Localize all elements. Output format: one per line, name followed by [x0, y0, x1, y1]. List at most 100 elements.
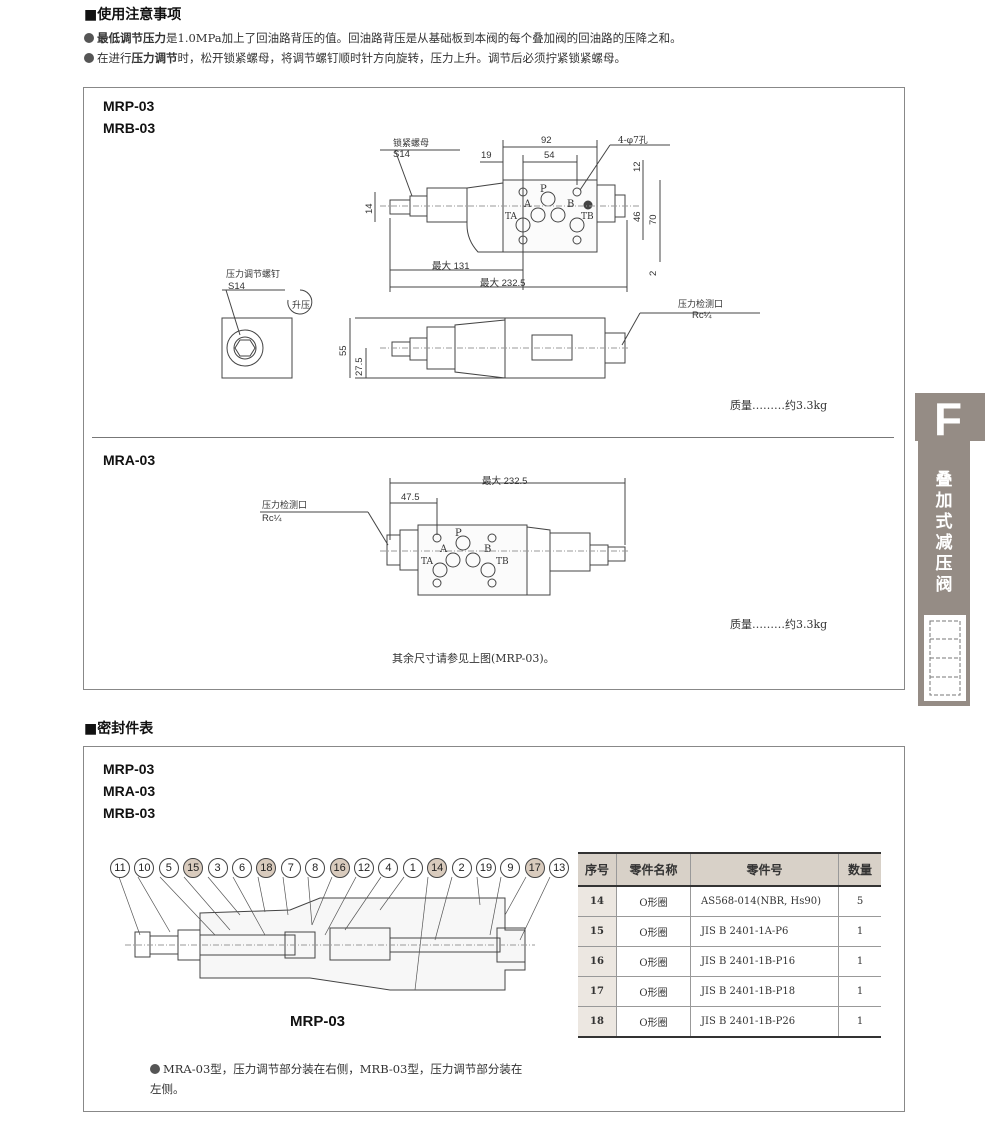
- part-balloon: 7: [280, 858, 301, 878]
- table-cell: O形圈: [616, 976, 691, 1007]
- table-cell: JIS B 2401-1B-P26: [690, 1006, 839, 1037]
- dim-19: 19: [481, 150, 492, 161]
- column-header: 零件名称: [616, 853, 691, 887]
- part-balloon: 4: [378, 858, 399, 878]
- part-balloon: 9: [500, 858, 521, 878]
- part-balloon: 14: [427, 858, 448, 878]
- part-balloon: 6: [232, 858, 252, 878]
- table-cell: 17: [578, 976, 617, 1007]
- table-cell: O形圈: [616, 885, 691, 917]
- port-p: P: [455, 528, 462, 539]
- dimension-drawings-box: [83, 87, 905, 690]
- lock-nut-size: S14: [393, 149, 410, 160]
- section-letter: F: [934, 393, 963, 445]
- seals-box: [83, 746, 905, 1112]
- dim-max-232: 最大 232.5: [482, 476, 528, 487]
- part-balloon: 12: [354, 858, 374, 878]
- dim-55: 55: [338, 345, 349, 356]
- part-balloon: 17: [524, 858, 545, 878]
- dim-max-131: 最大 131: [432, 261, 470, 272]
- model-label: MRA-03: [103, 452, 156, 468]
- bullet-icon: [150, 1064, 160, 1074]
- screw-size: S14: [228, 281, 245, 292]
- table-cell: 14: [578, 885, 617, 917]
- dim-max-232: 最大 232.5: [480, 278, 526, 289]
- dim-2: 2: [648, 270, 659, 276]
- part-balloon: 15: [183, 858, 204, 878]
- part-balloon: 10: [134, 858, 155, 878]
- sectional-drawing: [118, 876, 551, 991]
- mrp-front-view: [221, 289, 313, 379]
- port-label: 压力检测口: [678, 300, 724, 310]
- part-balloon: 19: [476, 858, 496, 878]
- port-tb: TB: [496, 557, 509, 567]
- part-balloon: 11: [110, 858, 130, 878]
- dim-54: 54: [544, 150, 555, 161]
- dim-14: 14: [364, 203, 375, 214]
- port-ta: TA: [505, 212, 518, 222]
- bullet-icon: [84, 33, 94, 43]
- precautions-heading: ■使用注意事项: [84, 7, 182, 23]
- part-balloon: 3: [207, 858, 228, 878]
- table-cell: 1: [838, 946, 881, 977]
- table-cell: AS568-014(NBR, Hs90): [690, 885, 839, 917]
- model-label: MRA-03: [103, 783, 156, 799]
- dim-12: 12: [632, 161, 643, 172]
- model-label: MRB-03: [103, 805, 156, 821]
- port-tb: TB: [581, 212, 594, 222]
- dim-47-5: 47.5: [401, 492, 420, 503]
- holes-label: 4-φ7孔: [618, 136, 648, 146]
- screw-label: 压力调节螺钉: [226, 270, 281, 280]
- table-cell: 15: [578, 916, 617, 947]
- port-size: Rc¼: [692, 310, 712, 321]
- precaution-prefix: 在进行: [97, 51, 132, 65]
- table-cell: 1: [838, 916, 881, 947]
- seals-heading: ■密封件表: [84, 721, 154, 737]
- dim-27-5: 27.5: [354, 357, 365, 377]
- mass-label: 质量………约3.3kg: [730, 618, 828, 631]
- lock-nut-label: 锁紧螺母: [393, 139, 430, 149]
- precaution-bold: 压力调节: [131, 51, 178, 65]
- precaution-item: 在进行压力调节时，松开锁紧螺母，将调节螺钉顺时针方向旋转，压力上升。调节后必须拧…: [84, 50, 626, 66]
- table-cell: O形圈: [616, 946, 691, 977]
- dim-46: 46: [632, 211, 643, 222]
- table-cell: JIS B 2401-1B-P16: [690, 946, 839, 977]
- model-label: MRB-03: [103, 120, 156, 136]
- table-cell: 1: [838, 1006, 881, 1037]
- bullet-icon: [84, 53, 94, 63]
- mass-label: 质量………约3.3kg: [730, 399, 828, 412]
- table-cell: JIS B 2401-1B-P18: [690, 976, 839, 1007]
- port-ta: TA: [421, 557, 434, 567]
- seals-note-text: MRA-03型，压力调节部分装在右侧，MRB-03型，压力调节部分装在左侧。: [150, 1062, 523, 1096]
- mrp-side-view: [349, 312, 760, 379]
- part-balloon: 1: [402, 858, 423, 878]
- dim-70: 70: [648, 214, 659, 225]
- part-balloon: 2: [451, 858, 472, 878]
- divider: [92, 437, 894, 438]
- part-balloon: 5: [158, 858, 179, 878]
- part-balloon: 13: [549, 858, 570, 878]
- drawing-caption: MRP-03: [290, 1013, 346, 1030]
- table-cell: O形圈: [616, 1006, 691, 1037]
- table-cell: O形圈: [616, 916, 691, 947]
- port-size: Rc¼: [262, 513, 282, 524]
- port-b: B: [484, 544, 492, 555]
- table-cell: 5: [838, 885, 881, 917]
- rotation-label: 升压: [292, 301, 311, 311]
- port-label: 压力检测口: [262, 501, 308, 511]
- seals-note: MRA-03型，压力调节部分装在右侧，MRB-03型，压力调节部分装在左侧。: [150, 1059, 530, 1099]
- table-cell: 18: [578, 1006, 617, 1037]
- dim-92: 92: [541, 135, 552, 146]
- mrp-top-view: [374, 140, 670, 292]
- precaution-bold: 最低调节压力: [97, 31, 166, 45]
- part-balloon: 8: [305, 858, 326, 878]
- section-tab: [915, 393, 985, 441]
